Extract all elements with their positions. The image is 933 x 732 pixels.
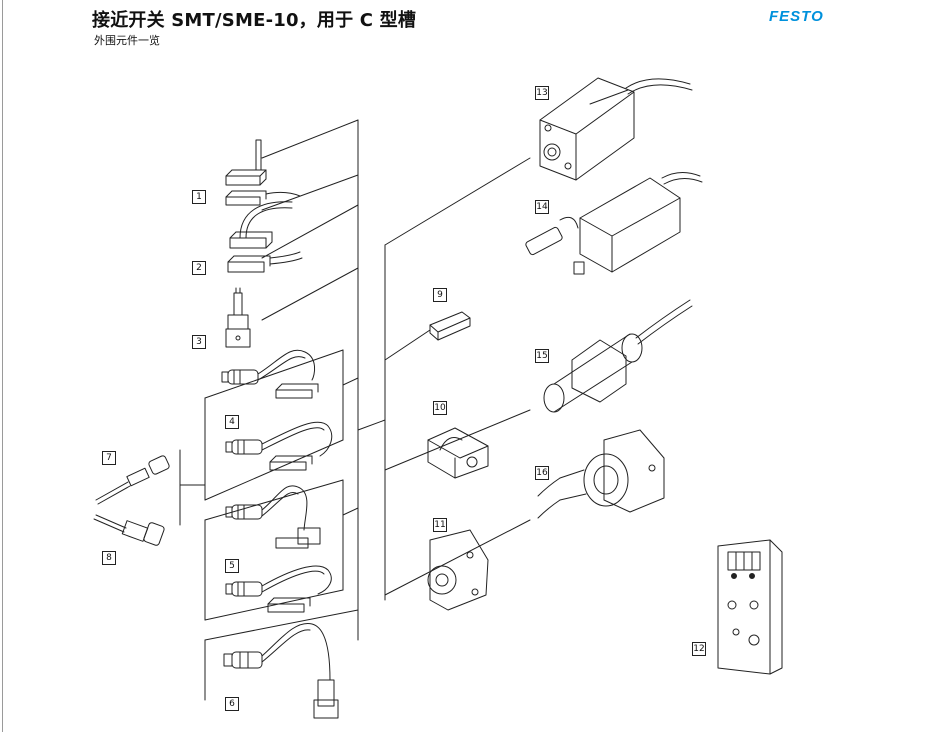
mounting-kit-11-illustration <box>427 529 489 611</box>
callout-3: 3 <box>192 335 206 349</box>
cylinder-13-illustration <box>539 77 693 181</box>
page-border-line <box>2 0 3 732</box>
leader-lines <box>179 119 531 701</box>
plug-connector-3-illustration <box>225 287 251 348</box>
callout-2: 2 <box>192 261 206 275</box>
proximity-switch-1-illustration <box>225 139 301 206</box>
mounting-kit-10-illustration <box>427 427 489 479</box>
page-subtitle: 外围元件一览 <box>94 34 160 47</box>
callout-8: 8 <box>102 551 116 565</box>
callout-11: 11 <box>433 518 447 532</box>
cable-socket-8-illustration <box>93 514 165 546</box>
callout-5: 5 <box>225 559 239 573</box>
callout-6: 6 <box>225 697 239 711</box>
callout-14: 14 <box>535 200 549 214</box>
proximity-switch-2-illustration <box>227 201 303 273</box>
callout-10: 10 <box>433 401 447 415</box>
mounting-kit-9-illustration <box>429 311 471 341</box>
tester-12-illustration <box>717 539 783 675</box>
cylinder-mount-15-illustration <box>543 299 693 413</box>
connecting-cable-5-illustration <box>225 485 332 613</box>
callout-16: 16 <box>535 466 549 480</box>
callout-12: 12 <box>692 642 706 656</box>
callout-9: 9 <box>433 288 447 302</box>
page-title: 接近开关 SMT/SME-10，用于 C 型槽 <box>92 10 417 31</box>
callout-4: 4 <box>225 415 239 429</box>
callout-7: 7 <box>102 451 116 465</box>
cylinder-14-illustration <box>525 172 703 275</box>
callout-15: 15 <box>535 349 549 363</box>
callout-13: 13 <box>535 86 549 100</box>
callout-1: 1 <box>192 190 206 204</box>
connecting-cable-4-illustration <box>221 349 333 471</box>
cable-socket-7-illustration <box>95 455 170 505</box>
rotary-actuator-16-illustration <box>537 429 665 519</box>
festo-logo: FESTO <box>769 8 824 25</box>
connecting-cable-6-illustration <box>223 623 339 719</box>
